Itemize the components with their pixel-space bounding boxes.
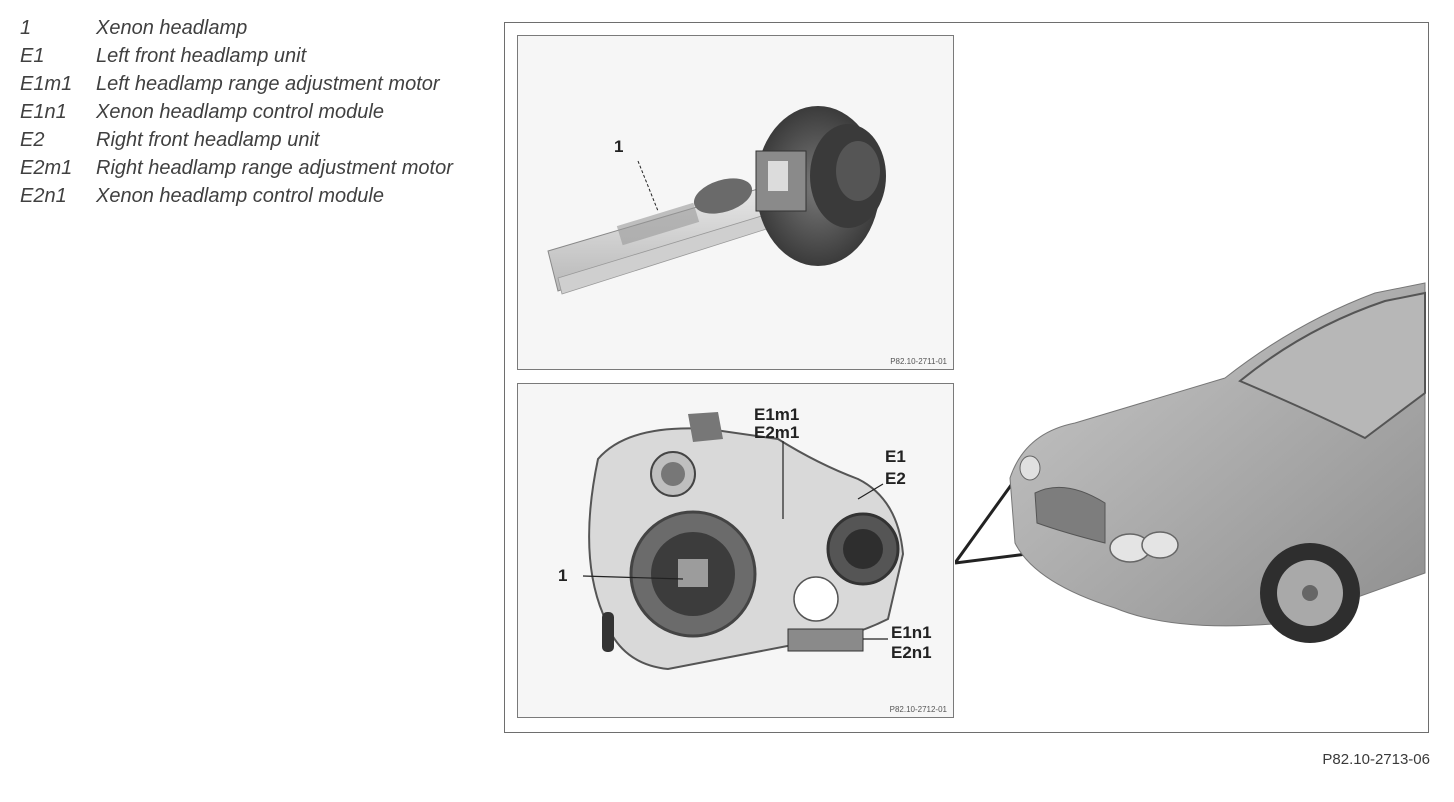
xenon-bulb-illustration	[547, 106, 886, 295]
legend-text: Left headlamp range adjustment motor	[96, 73, 440, 95]
legend-row: E2 Right front headlamp unit	[20, 126, 460, 154]
callout-e2n1: E2n1	[891, 643, 932, 662]
legend-code: E2	[20, 129, 45, 151]
figure-reference-code: P82.10-2713-06	[1322, 751, 1430, 768]
callout-1: 1	[614, 137, 624, 156]
legend-text: Left front headlamp unit	[96, 45, 307, 67]
legend: 1 Xenon headlamp E1 Left front headlamp un…	[20, 14, 460, 210]
headlamp-unit-inset: 1 E1m1 E2m1 E1 E2 E1n1 E2n1 P82.10-2712-…	[517, 383, 954, 718]
callout-e1m1: E1m1	[754, 405, 800, 424]
legend-code: E2n1	[20, 185, 67, 207]
legend-text: Xenon headlamp control module	[96, 101, 384, 123]
legend-row: 1 Xenon headlamp	[20, 14, 460, 42]
inset-ref: P82.10-2711-01	[890, 357, 947, 366]
legend-text: Right headlamp range adjustment motor	[96, 157, 453, 179]
callout-e2: E2	[885, 469, 906, 488]
legend-row: E2m1 Right headlamp range adjustment moto…	[20, 154, 460, 182]
legend-text: Xenon headlamp control module	[96, 185, 384, 207]
legend-code: E1n1	[20, 101, 67, 123]
diagram-figure: 1 P82.10-2711-01	[504, 22, 1429, 733]
inset-ref: P82.10-2712-01	[889, 705, 947, 714]
legend-text: Xenon headlamp	[96, 17, 248, 39]
legend-code: E1m1	[20, 73, 73, 95]
car-illustration	[955, 263, 1428, 663]
callout-e1: E1	[885, 447, 906, 466]
callout-e2m1: E2m1	[754, 423, 800, 442]
xenon-bulb-inset: 1 P82.10-2711-01	[517, 35, 954, 370]
legend-text: Right front headlamp unit	[96, 129, 320, 151]
legend-row: E1 Left front headlamp unit	[20, 42, 460, 70]
legend-code: 1	[20, 17, 32, 39]
callout-1: 1	[558, 566, 568, 585]
headlamp-unit-illustration	[582, 412, 905, 671]
legend-row: E1n1 Xenon headlamp control module	[20, 98, 460, 126]
callout-e1n1: E1n1	[891, 623, 932, 642]
legend-row: E1m1 Left headlamp range adjustment motor	[20, 70, 460, 98]
legend-code: E1	[20, 45, 45, 67]
legend-code: E2m1	[20, 157, 73, 179]
legend-row: E2n1 Xenon headlamp control module	[20, 182, 460, 210]
car-svg	[955, 282, 1426, 643]
